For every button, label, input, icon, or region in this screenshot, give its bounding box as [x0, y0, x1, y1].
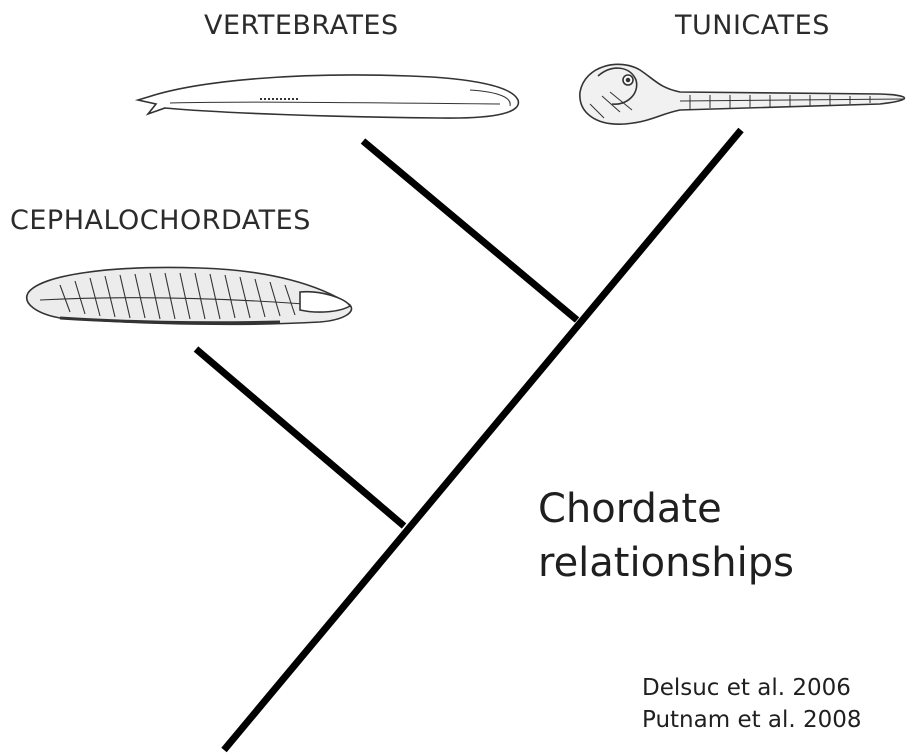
diagram-title: Chordate relationships — [538, 482, 794, 590]
reference-2: Putnam et al. 2008 — [642, 704, 862, 736]
taxon-label-tunicates: TUNICATES — [675, 10, 830, 41]
reference-1: Delsuc et al. 2006 — [642, 672, 862, 704]
tunicate-larva-illustration — [580, 64, 905, 124]
vertebrate-larva-illustration — [138, 75, 518, 118]
taxon-label-vertebrates: VERTEBRATES — [204, 10, 399, 41]
title-line-2: relationships — [538, 536, 794, 590]
title-line-1: Chordate — [538, 482, 794, 536]
cephalochordate-branch — [196, 349, 404, 526]
lancelet-illustration — [27, 267, 352, 324]
references: Delsuc et al. 2006 Putnam et al. 2008 — [642, 672, 862, 736]
vertebrate-branch — [363, 141, 577, 320]
taxon-label-cephalochordates: CEPHALOCHORDATES — [10, 205, 311, 236]
